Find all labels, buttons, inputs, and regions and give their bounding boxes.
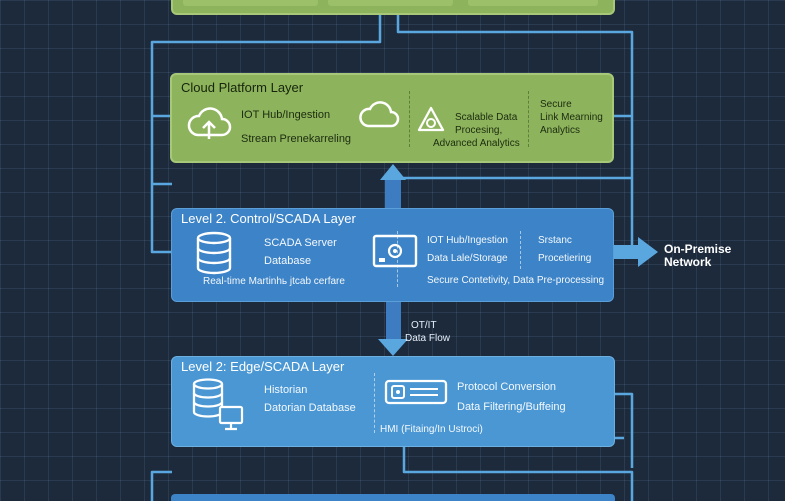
protocol-conversion-label: Protocol Conversion [457,381,557,393]
control-iot-ingestion: IOT Hub/Ingestion [427,235,508,246]
hmi-label: HMI (Fitaing/In Ustroci) [380,424,483,435]
historian-label: Historian [264,384,308,396]
scada-server-label: SCADA Server [264,237,337,249]
cloud-divider [528,91,529,147]
edge-scada-layer: Level 2: Edge/SCADA Layer Historian Dato… [171,356,615,447]
monitor-icon [372,234,418,268]
secure-line-3: Analytics [540,125,581,136]
edge-divider [374,373,375,433]
cloud-icon [359,101,400,128]
protocol-device-icon [384,379,448,405]
analytics-node-icon [417,106,445,132]
historian-database-icon [192,378,244,431]
analytics-line-3: Advanced Analytics [433,138,520,149]
data-filtering-label: Data Filtering/Buffeing [457,401,566,413]
top-layer-slot [468,0,598,6]
on-premise-line-1: On-Premise [664,242,732,256]
analytics-line-1: Scalable Data [455,112,518,123]
control-side-line-2: Procetiering [538,253,592,264]
otit-line-2: Data Flow [405,333,451,344]
top-layer-slot [328,0,453,6]
control-data-lake: Data Lale/Storage [427,253,508,264]
otit-line-1: OT/IT [411,320,437,331]
control-scada-layer: Level 2. Control/SCADA Layer SCADA Serve… [171,208,614,302]
historian-database-label: Datorian Database [264,402,356,414]
secure-line-2: Link Mearning [540,112,603,123]
top-layer-slot [183,0,318,6]
secure-line-1: Secure [540,99,572,110]
cloud-upload-icon [187,107,232,139]
realtime-label: Real-time Martinhь jtcab cerfare [203,276,345,287]
cloud-stream-processing: Stream Prenеkarreling [241,133,352,145]
edge-layer-title: Level 2: Edge/SCADA Layer [181,359,345,374]
top-layer-stub [171,0,615,15]
control-divider [397,231,398,287]
control-layer-title: Level 2. Control/SCADA Layer [181,211,356,226]
cloud-divider [409,91,410,147]
scada-database-label: Database [264,255,312,267]
database-icon [196,231,232,275]
analytics-line-2: Procesing, [455,125,503,136]
secure-connectivity-label: Secure Contetivity, Data Pre-processing [427,275,605,286]
cloud-iot-ingestion: IOT Hub/Ingestion [241,109,331,121]
control-side-line-1: Srstanc [538,235,572,246]
cloud-layer-title: Cloud Platform Layer [181,80,304,95]
on-premise-line-2: Network [664,255,712,269]
control-divider [520,231,521,269]
cloud-platform-layer: Cloud Platform Layer IOT Hub/Ingestion S… [170,73,614,163]
